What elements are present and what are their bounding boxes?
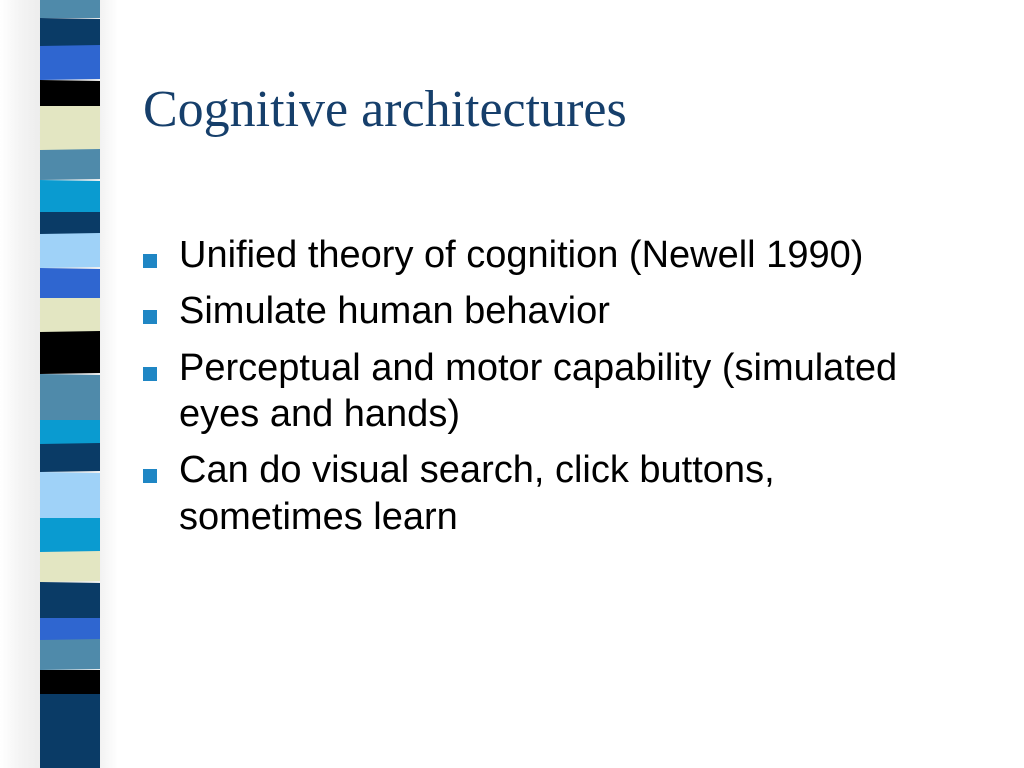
stripe-segment (40, 106, 100, 150)
square-bullet-icon (143, 254, 157, 268)
bullet-item: Simulate human behavior (143, 288, 943, 334)
bullet-item: Can do visual search, click buttons, som… (143, 447, 943, 540)
bullet-list: Unified theory of cognition (Newell 1990… (143, 232, 943, 550)
bullet-text: Simulate human behavior (179, 290, 610, 333)
bullet-item: Unified theory of cognition (Newell 1990… (143, 232, 943, 278)
stripe-segment (40, 18, 100, 47)
stripe-segment (40, 0, 100, 18)
decorative-stripe (40, 0, 100, 768)
stripe-segment (40, 180, 100, 213)
stripe-segment (40, 472, 100, 519)
bullet-text: Perceptual and motor capability (simulat… (179, 346, 898, 436)
bullet-item: Perceptual and motor capability (simulat… (143, 345, 943, 438)
stripe-segment (40, 694, 100, 768)
stripe-segment (40, 331, 100, 374)
stripe-segment (40, 443, 100, 472)
stripe-segment (40, 45, 100, 80)
stripe-segment (40, 518, 100, 552)
stripe-segment (40, 298, 100, 332)
stripe-segment (40, 149, 100, 180)
bullet-text: Unified theory of cognition (Newell 1990… (179, 234, 864, 276)
stripe-segment (40, 639, 100, 670)
stripe-segment (40, 374, 100, 421)
stripe-segment (40, 268, 100, 299)
stripe-segment (40, 233, 100, 268)
slide-title: Cognitive architectures (143, 81, 627, 138)
stripe-segment (40, 551, 100, 582)
square-bullet-icon (143, 366, 157, 381)
stripe-segment (40, 670, 100, 694)
square-bullet-icon (143, 469, 157, 484)
bullet-text: Can do visual search, click buttons, som… (179, 449, 775, 538)
stripe-segment (40, 582, 100, 619)
stripe-segment (40, 618, 100, 640)
stripe-segment (40, 420, 100, 444)
square-bullet-icon (143, 310, 157, 325)
stripe-segment (40, 80, 100, 107)
stripe-segment (40, 212, 100, 234)
